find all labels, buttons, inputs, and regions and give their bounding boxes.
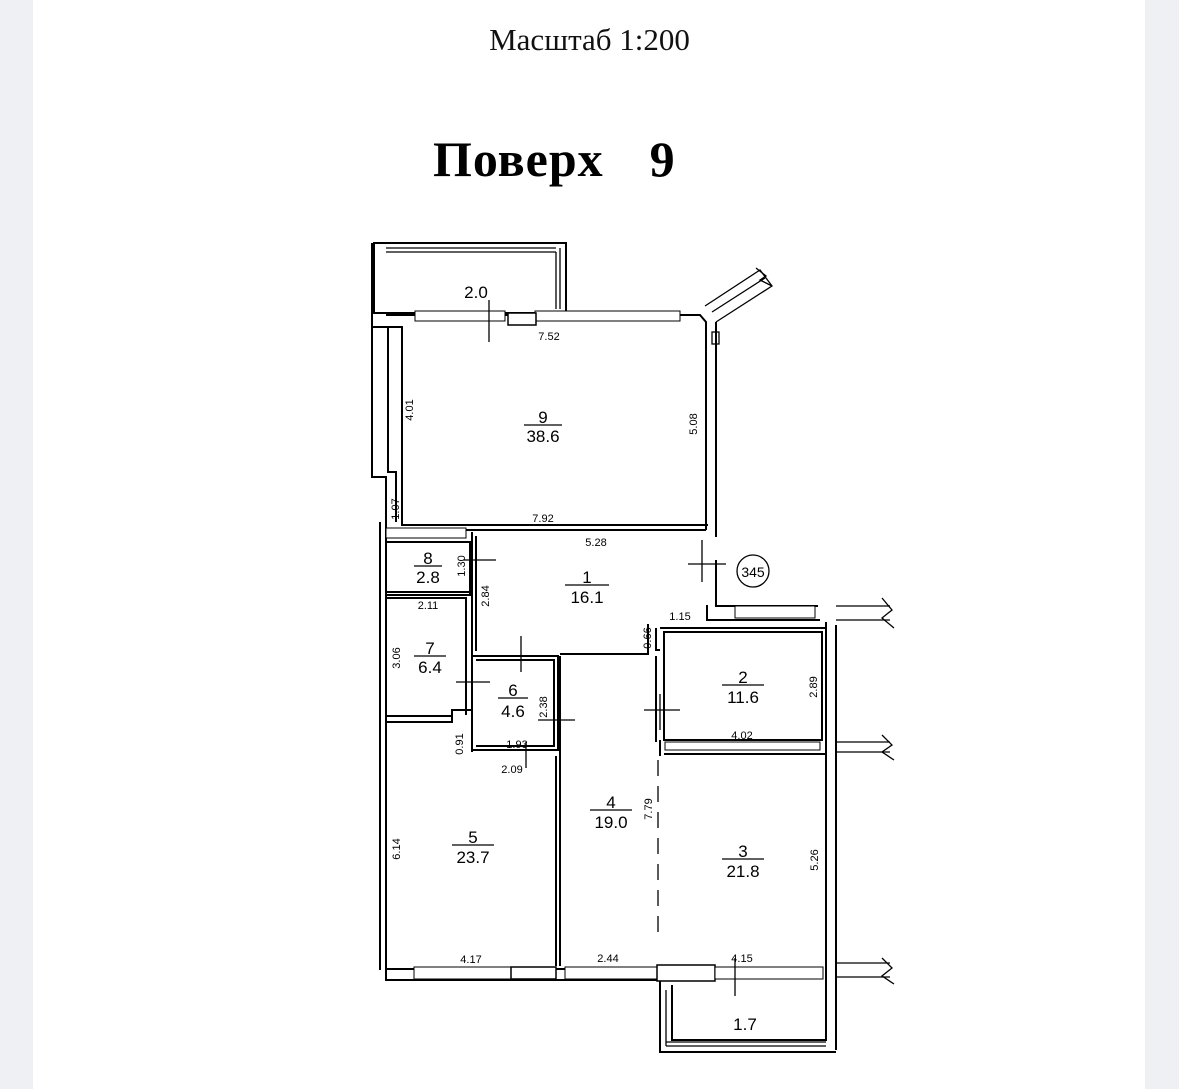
dim-7-79: 7.79: [643, 798, 655, 819]
section-marker-label: 345: [741, 564, 765, 580]
dim-2-38: 2.38: [538, 696, 550, 717]
room-3-area: 21.8: [726, 862, 759, 881]
room-9-area: 38.6: [526, 427, 559, 446]
room-labels: 9 38.6 8 2.8 1 16.1 7 6.4 6 4.6 2 11.6 4…: [414, 408, 764, 881]
room-2-area: 11.6: [727, 688, 759, 707]
dim-4-01: 4.01: [404, 399, 416, 420]
dim-4-17: 4.17: [460, 954, 481, 966]
outer-walls: [371, 243, 837, 1053]
scale-label: Масштаб 1:200: [489, 22, 690, 57]
balcony-bottom: [665, 990, 826, 1047]
balcony-top-area: 2.0: [464, 283, 488, 302]
room-7-number: 7: [425, 639, 434, 658]
dim-2-44: 2.44: [597, 953, 618, 965]
dim-7-92: 7.92: [532, 513, 553, 525]
dim-1-15: 1.15: [669, 611, 690, 623]
room-1-area: 16.1: [570, 588, 603, 607]
stair-stubs: [704, 267, 895, 985]
dim-5-28: 5.28: [585, 537, 606, 549]
room-8-number: 8: [423, 549, 432, 568]
dim-2-09: 2.09: [501, 764, 522, 776]
balcony-top: [373, 242, 567, 314]
section-marker-circle: [736, 554, 770, 588]
dim-1-07: 1.07: [390, 498, 402, 519]
dim-0-91: 0.91: [454, 733, 466, 754]
dim-0-66: 0.66: [642, 627, 654, 648]
room-4-number: 4: [606, 793, 615, 812]
dimension-labels: 7.52 4.01 5.08 1.07 7.92 5.28 1.30 2.84 …: [390, 331, 821, 966]
dim-6-14: 6.14: [391, 838, 403, 859]
floor-word: Поверх: [433, 131, 604, 187]
dim-3-06: 3.06: [391, 647, 403, 668]
room-7-area: 6.4: [418, 658, 442, 677]
room-5-number: 5: [468, 828, 477, 847]
balcony-bottom-area: 1.7: [733, 1015, 757, 1034]
room-3-number: 3: [738, 842, 747, 861]
dim-2-11: 2.11: [418, 600, 439, 612]
dim-2-84: 2.84: [480, 585, 492, 606]
interior-walls: [386, 300, 826, 996]
windows: [385, 310, 824, 982]
dim-5-26: 5.26: [809, 849, 821, 870]
floor-number: 9: [649, 131, 676, 187]
dim-4-15: 4.15: [731, 953, 752, 965]
dim-2-89: 2.89: [808, 676, 820, 697]
room-6-number: 6: [508, 681, 517, 700]
dim-5-08: 5.08: [688, 413, 700, 434]
room-9-number: 9: [538, 408, 547, 427]
dim-4-02: 4.02: [731, 730, 752, 742]
room-2-number: 2: [738, 668, 747, 687]
room-4-area: 19.0: [594, 813, 627, 832]
document-page: [33, 0, 1145, 1089]
dim-7-52: 7.52: [538, 331, 559, 343]
room-5-area: 23.7: [456, 848, 489, 867]
room-6-area: 4.6: [501, 702, 525, 721]
room-1-number: 1: [582, 568, 591, 587]
floor-title: Поверх 9: [433, 130, 676, 188]
room-8-area: 2.8: [416, 568, 440, 587]
dim-1-93: 1.93: [506, 739, 527, 751]
dim-1-30: 1.30: [456, 555, 468, 576]
